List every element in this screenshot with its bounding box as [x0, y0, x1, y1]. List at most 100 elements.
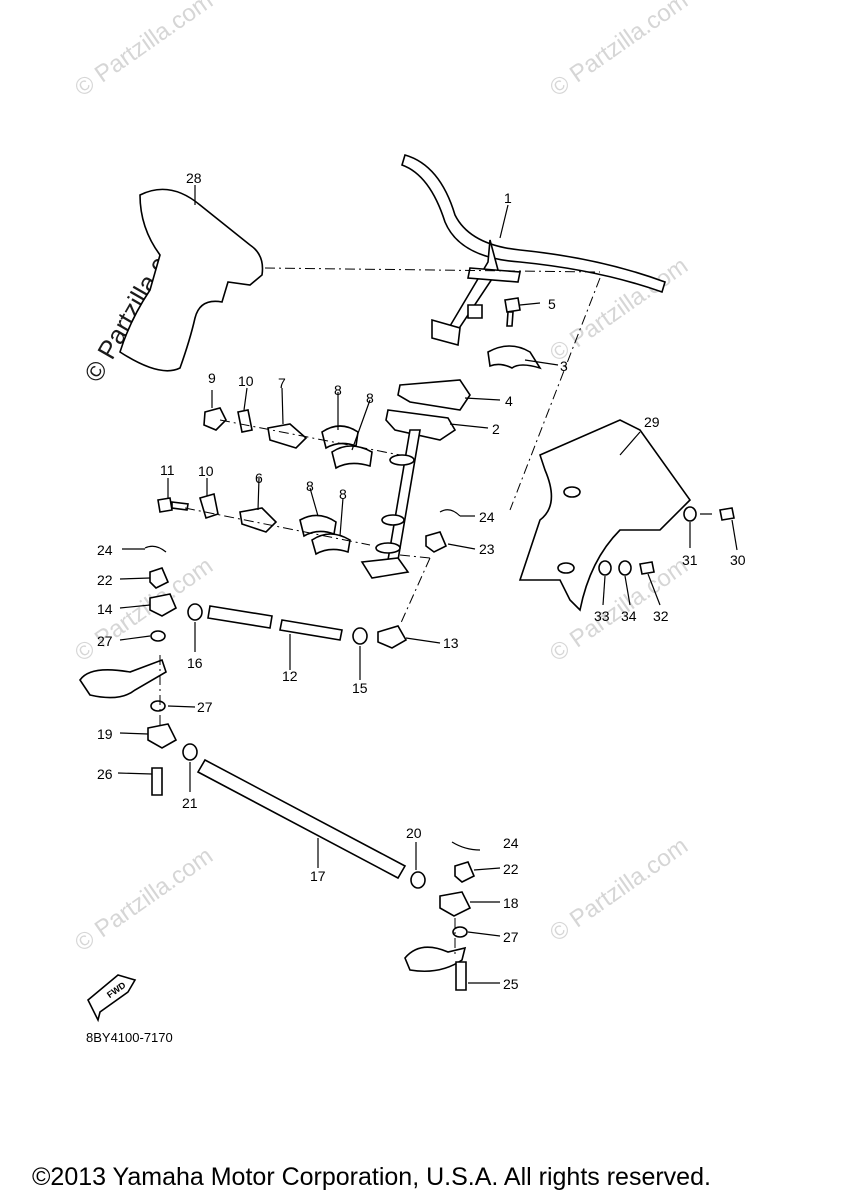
bolt-part: [504, 297, 521, 327]
callout-7: 7: [278, 375, 286, 391]
callout-6: 6: [255, 470, 263, 486]
cotter-pin-part: [144, 545, 167, 553]
bushing-part: [267, 423, 308, 449]
callout-23: 23: [479, 541, 495, 557]
bushing-part: [299, 514, 337, 538]
callout-10: 10: [198, 463, 214, 479]
callout-8: 8: [334, 382, 342, 398]
callout-8: 8: [306, 478, 314, 494]
console-boss-part: [557, 562, 575, 574]
callout-15: 15: [352, 680, 368, 696]
callout-27: 27: [97, 633, 113, 649]
tie-rod-part: [279, 619, 343, 641]
callout-8: 8: [339, 486, 347, 502]
callout-14: 14: [97, 601, 113, 617]
console-boss-part: [563, 486, 581, 498]
column-plate-part: [385, 409, 457, 441]
column-collar-part: [389, 454, 415, 466]
callout-1: 1: [504, 190, 512, 206]
tie-rod-end-part: [377, 625, 408, 649]
bushing-part: [311, 533, 351, 556]
bushing-part: [321, 425, 359, 450]
callout-10: 10: [238, 373, 254, 389]
grip-cover-part: [119, 188, 264, 372]
callout-8: 8: [366, 390, 374, 406]
callout-34: 34: [621, 608, 637, 624]
spacer-part: [150, 630, 166, 642]
tie-rod-end-part: [149, 593, 178, 617]
nut-part: [203, 407, 227, 431]
callout-16: 16: [187, 655, 203, 671]
column-arm-part: [360, 557, 410, 579]
clamp-part: [487, 345, 542, 370]
screw-part: [639, 561, 655, 575]
nut-part: [182, 743, 198, 761]
callout-21: 21: [182, 795, 198, 811]
bushing-part: [331, 445, 373, 470]
copyright-footer: ©2013 Yamaha Motor Corporation, U.S.A. A…: [32, 1163, 711, 1191]
column-collar-part: [375, 542, 401, 554]
washer-part: [199, 492, 219, 520]
tie-rod-part: [207, 605, 273, 629]
washer-part: [683, 506, 697, 522]
callout-4: 4: [505, 393, 513, 409]
cotter-pin-part: [439, 509, 461, 517]
callout-26: 26: [97, 766, 113, 782]
callout-18: 18: [503, 895, 519, 911]
washer-part: [618, 560, 632, 576]
washer-part: [237, 409, 253, 433]
alignment-lines: [159, 267, 601, 958]
callout-27: 27: [197, 699, 213, 715]
column-collar-part: [381, 514, 405, 526]
nut-part: [187, 603, 203, 621]
console-part: [518, 419, 692, 612]
bolt-shaft-part: [171, 501, 189, 511]
callout-5: 5: [548, 296, 556, 312]
steering-column-part: [387, 429, 421, 561]
callout-13: 13: [443, 635, 459, 651]
callout-32: 32: [653, 608, 669, 624]
callout-31: 31: [682, 552, 698, 568]
screw-part: [719, 507, 735, 521]
callout-17: 17: [310, 868, 326, 884]
callout-22: 22: [97, 572, 113, 588]
spacer-part: [150, 700, 166, 712]
callout-30: 30: [730, 552, 746, 568]
callout-24: 24: [479, 509, 495, 525]
nut-part: [425, 531, 448, 553]
steering-arm-part: [79, 658, 167, 699]
callout-20: 20: [406, 825, 422, 841]
callout-9: 9: [208, 370, 216, 386]
leader-lines: [117, 185, 738, 984]
nut-part: [454, 861, 476, 883]
diagram-part-code: 8BY4100-7170: [86, 1030, 173, 1045]
tie-rod-end-part: [147, 723, 178, 749]
callout-2: 2: [492, 421, 500, 437]
bolt-part: [455, 961, 467, 991]
bolt-part: [157, 497, 173, 513]
callout-11: 11: [160, 462, 175, 478]
callout-24: 24: [503, 835, 519, 851]
tie-rod-end-part: [439, 891, 472, 917]
nut-part: [149, 567, 170, 589]
callout-29: 29: [644, 414, 660, 430]
callout-3: 3: [560, 358, 568, 374]
upper-clamp-part: [397, 379, 471, 411]
callout-19: 19: [97, 726, 113, 742]
steering-arm-part: [404, 946, 467, 973]
callout-27: 27: [503, 929, 519, 945]
nut-part: [352, 627, 368, 645]
callout-12: 12: [282, 668, 298, 684]
callout-28: 28: [186, 170, 202, 186]
callout-33: 33: [594, 608, 610, 624]
fwd-arrow-icon: [87, 974, 137, 1023]
callout-25: 25: [503, 976, 519, 992]
callout-24: 24: [97, 542, 113, 558]
nut-part: [410, 871, 426, 889]
spacer-part: [452, 926, 468, 938]
tie-rod-part: [196, 758, 407, 880]
handlebar-part: [401, 154, 666, 347]
bolt-part: [151, 767, 163, 796]
washer-part: [598, 560, 612, 576]
